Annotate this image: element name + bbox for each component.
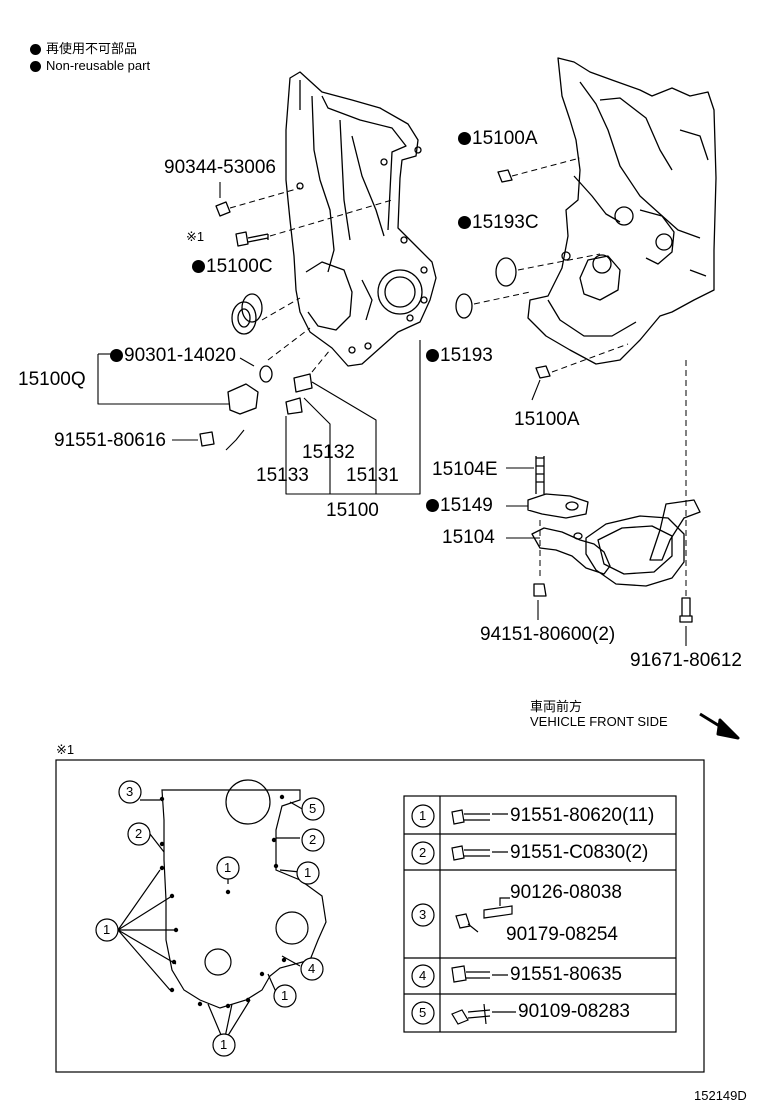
callout-number: 5 — [309, 801, 317, 816]
part-label-15133[interactable]: 15133 — [256, 465, 309, 486]
detail-ref-mark: ※1 — [56, 742, 75, 757]
part-label-15132[interactable]: 15132 — [302, 442, 355, 463]
oil-strainer — [531, 499, 701, 587]
cylinder-block — [527, 57, 717, 365]
table-part-2[interactable]: 91551-C0830(2) — [510, 842, 649, 863]
non-reusable-dot-icon — [110, 349, 123, 362]
table-row-number: 4 — [419, 968, 427, 983]
callout-number: 2 — [309, 832, 317, 847]
part-label-15193[interactable]: 15193 — [426, 345, 493, 367]
gasket-shape — [527, 493, 589, 519]
non-reusable-dot-icon — [426, 499, 439, 512]
bullet-icon — [30, 44, 41, 56]
callout-number: 1 — [304, 865, 312, 880]
part-label-90344[interactable]: 90344-53006 — [164, 157, 276, 178]
part-label-94151[interactable]: 94151-80600(2) — [480, 624, 616, 645]
callout-number: 2 — [135, 826, 143, 841]
plug-90344 — [215, 201, 231, 217]
part-label-90301[interactable]: 90301-14020 — [110, 345, 236, 367]
part-label-15100[interactable]: 15100 — [326, 500, 379, 521]
callout-number: 1 — [103, 922, 111, 937]
part-label-91551-80616[interactable]: 91551-80616 — [54, 430, 166, 451]
table-row-number: 1 — [419, 808, 427, 823]
non-reusable-dot-icon — [458, 216, 471, 229]
non-reusable-dot-icon — [458, 132, 471, 145]
callout-number: 1 — [220, 1037, 228, 1052]
part-label-15104e[interactable]: 15104E — [432, 459, 498, 480]
callout-circles — [95, 780, 435, 1057]
timing-chain-cover — [285, 71, 437, 367]
part-label-15100a-bottom[interactable]: 15100A — [514, 409, 580, 430]
ref-mark-1: ※1 — [186, 229, 205, 244]
oil-seal — [231, 301, 257, 335]
callout-number: 4 — [308, 961, 316, 976]
table-part-3b[interactable]: 90179-08254 — [506, 924, 618, 945]
callout-number: 3 — [126, 784, 134, 799]
direction-label-en: VEHICLE FRONT SIDE — [530, 714, 668, 729]
callout-number: 1 — [224, 860, 232, 875]
part-label-15100q[interactable]: 15100Q — [18, 369, 86, 390]
part-label-15104[interactable]: 15104 — [442, 527, 495, 548]
table-row-number: 3 — [419, 907, 427, 922]
o-ring-15193 — [455, 293, 473, 319]
detail-box — [55, 759, 705, 1073]
non-reusable-dot-icon — [426, 349, 439, 362]
part-label-91671[interactable]: 91671-80612 — [630, 650, 742, 671]
bullet-icon — [30, 61, 41, 73]
figure-id: 152149D — [694, 1088, 747, 1103]
legend-line-jp: 再使用不可部品 — [30, 38, 137, 57]
part-label-15131[interactable]: 15131 — [346, 465, 399, 486]
part-label-15100a-top[interactable]: 15100A — [458, 128, 538, 150]
table-row-number: 2 — [419, 845, 427, 860]
part-label-15100c[interactable]: 15100C — [192, 256, 273, 278]
part-label-15193c[interactable]: 15193C — [458, 212, 539, 234]
non-reusable-dot-icon — [192, 260, 205, 273]
table-part-1[interactable]: 91551-80620(11) — [510, 805, 655, 826]
direction-label-jp: 車両前方 — [530, 699, 583, 714]
table-part-4[interactable]: 91551-80635 — [510, 964, 622, 985]
callout-number: 1 — [281, 988, 289, 1003]
part-label-15149[interactable]: 15149 — [426, 495, 493, 517]
legend-line-en: Non-reusable part — [30, 58, 150, 73]
table-part-5[interactable]: 90109-08283 — [518, 1001, 630, 1022]
o-ring-15193c — [495, 257, 517, 287]
table-part-3a[interactable]: 90126-08038 — [510, 882, 622, 903]
table-row-number: 5 — [419, 1005, 427, 1020]
